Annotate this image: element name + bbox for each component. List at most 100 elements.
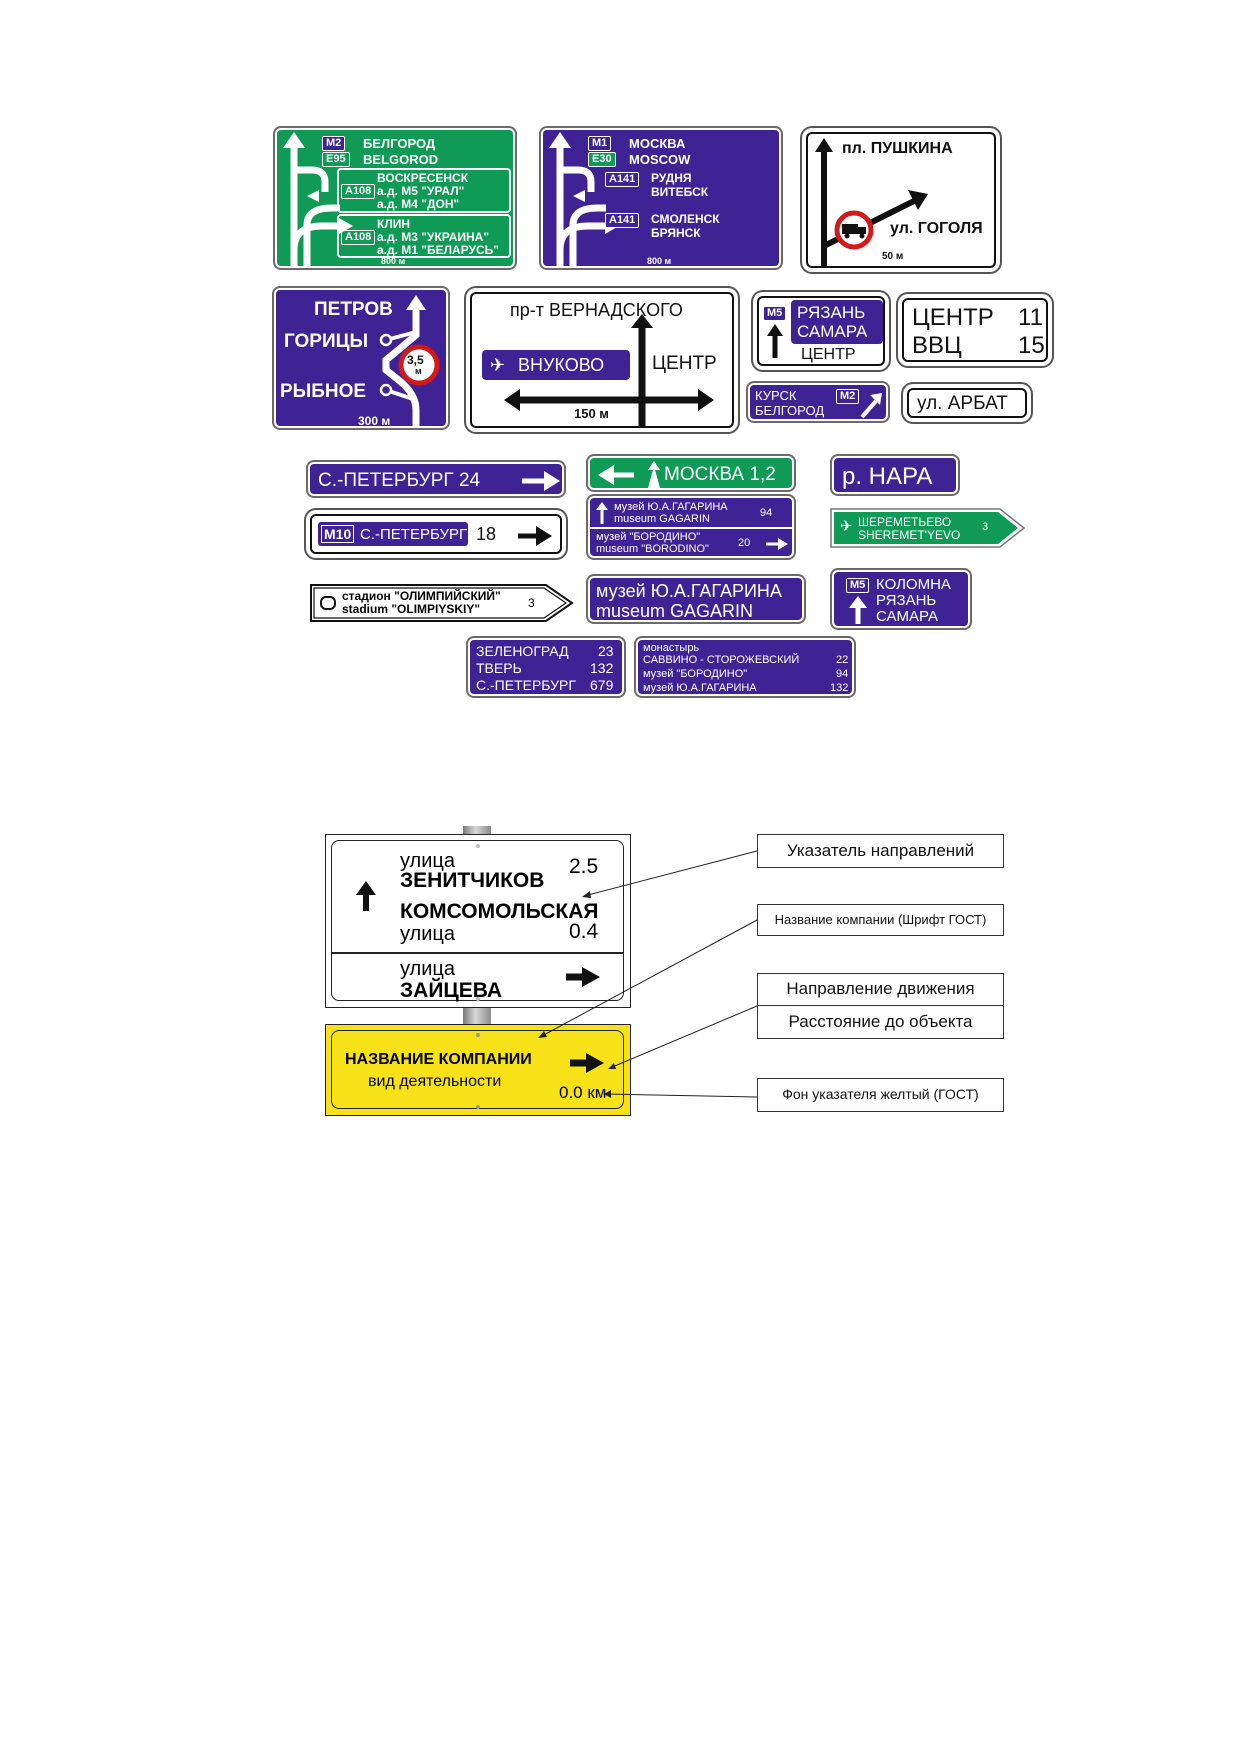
- road-badge-a108: A108: [341, 230, 376, 245]
- sign-text: стадион "ОЛИМПИЙСКИЙ": [342, 589, 501, 603]
- sign-museums: музей Ю.А.ГАГАРИНА museum GAGARIN 94 муз…: [588, 496, 794, 558]
- street-name: КОМСОМОЛЬСКАЯ: [400, 900, 599, 923]
- sign-text: stadium "OLIMPIYSKIY": [342, 602, 481, 616]
- callout-text: Указатель направлений: [786, 841, 975, 860]
- sign-m10-spb: M10 С.-ПЕТЕРБУРГ 18: [310, 514, 562, 554]
- street-name: ЗАЙЦЕВА: [400, 979, 503, 1002]
- height-limit-icon: [398, 344, 440, 386]
- sign-text: museum GAGARIN: [614, 513, 710, 525]
- sign-text: ЦЕНТР: [652, 353, 717, 374]
- right-arrow-icon: [566, 967, 600, 987]
- sign-savvino: монастырь САВВИНО - СТОРОЖЕВСКИЙ 22 музе…: [636, 638, 854, 696]
- height-limit-value: 3,5: [407, 353, 424, 367]
- sign-text: 94: [760, 507, 773, 519]
- right-arrow-icon: [522, 471, 560, 491]
- sign-stadium-shape: [310, 584, 574, 622]
- sign-moskva: M1 МОСКВА E30 MOSCOW A141 РУДНЯ ВИТЕБСК …: [541, 128, 781, 268]
- sign-pushkina: пл. ПУШКИНА ул. ГОГОЛЯ 50 м: [806, 132, 996, 268]
- sign-text: ШЕРЕМЕТЬЕВО: [858, 515, 952, 529]
- sign-text: ул. АРБАТ: [917, 393, 1008, 414]
- sign-vernadskogo: пр-т ВЕРНАДСКОГО ✈ ВНУКОВО ЦЕНТР 150 м: [470, 292, 734, 428]
- sign-kolomna: M5 КОЛОМНА РЯЗАНЬ САМАРА: [832, 570, 970, 628]
- street-name: ЗЕНИТЧИКОВ: [400, 869, 545, 892]
- sign-text: РЯЗАНЬ: [797, 303, 866, 322]
- sign-text: С.-ПЕТЕРБУРГ: [476, 677, 576, 693]
- callout-text: Название компании (Шрифт ГОСТ): [774, 912, 987, 927]
- sign-text: ГОРИЦЫ: [284, 331, 369, 352]
- sign-text: ВВЦ: [912, 332, 962, 359]
- up-arrow-icon: [767, 324, 783, 358]
- sign-text: 679: [590, 677, 614, 693]
- left-arrow-icon: [598, 461, 660, 488]
- sign-text: ЦЕНТР: [801, 346, 856, 363]
- road-badge-m2: M2: [322, 136, 346, 151]
- sign-zelenograd: ЗЕЛЕНОГРАД 23 ТВЕРЬ 132 С.-ПЕТЕРБУРГ 679: [468, 638, 624, 696]
- direction-panel: улица ЗЕНИТЧИКОВ 2.5 КОМСОМОЛЬСКАЯ улица…: [325, 834, 631, 1008]
- callout-yellow-background: Фон указателя желтый (ГОСТ): [757, 1078, 1004, 1112]
- museum-arrows: [590, 502, 792, 550]
- sign-centr-vvc: ЦЕНТР 11 ВВЦ 15: [902, 298, 1048, 362]
- sign-text: 23: [598, 643, 614, 659]
- sign-vernadskogo-arrows: [504, 314, 714, 426]
- road-badge-m5: M5: [763, 306, 787, 321]
- sign-text: SHEREMET'YEVO: [858, 528, 961, 542]
- sign-text: р. НАРА: [842, 463, 933, 490]
- sign-text: BELGOROD: [363, 152, 439, 167]
- up-arrow-icon: [849, 596, 867, 624]
- sign-subpanel: КЛИН A108 а.д. М3 "УКРАИНА" а.д. М1 "БЕЛ…: [337, 214, 511, 258]
- sign-ryazan: M5 РЯЗАНЬ САМАРА ЦЕНТР: [757, 296, 885, 366]
- sign-subpanel: ВОСКРЕСЕНСК A108 а.д. М5 "УРАЛ" а.д. М4 …: [337, 168, 511, 213]
- company-panel-arrows: [476, 1033, 604, 1109]
- divider: [331, 952, 624, 954]
- sign-sheremetyevo: ✈ ШЕРЕМЕТЬЕВО SHEREMET'YEVO 3: [830, 508, 1026, 548]
- sign-text: а.д. М4 "ДОН": [377, 197, 460, 211]
- street-suffix: улица: [400, 923, 455, 945]
- callout-text: Фон указателя желтый (ГОСТ): [782, 1086, 979, 1102]
- spb-panel: M10 С.-ПЕТЕРБУРГ: [318, 522, 468, 546]
- sign-text: ЦЕНТР: [912, 304, 994, 331]
- sign-text: САМАРА: [876, 608, 939, 625]
- height-limit-unit: м: [415, 366, 422, 376]
- sign-text: МОСКВА: [629, 136, 686, 151]
- sign-sheremetyevo-shape: [830, 508, 1026, 548]
- sign-text: БЕЛГОРОД: [755, 403, 825, 418]
- sign-text: 132: [830, 682, 849, 694]
- callout-direction-of-travel: Направление движения: [757, 973, 1004, 1006]
- sign-text: museum "BORODINO": [596, 543, 709, 555]
- direction-panel-arrows: [356, 844, 600, 1001]
- road-badge-m5: M5: [846, 578, 870, 593]
- street-distance: 0.4: [569, 920, 599, 943]
- sign-text: РЫБНОЕ: [280, 381, 367, 402]
- sign-text: museum GAGARIN: [596, 601, 754, 621]
- distance-label: 800 м: [647, 256, 672, 266]
- distance-label: 50 м: [882, 251, 904, 262]
- sign-text: а.д. М1 "БЕЛАРУСЬ": [377, 243, 499, 257]
- road-badge-a108: A108: [341, 184, 376, 199]
- callout-text: Направление движения: [786, 979, 975, 998]
- sign-text: КОЛОМНА: [876, 576, 951, 593]
- sign-text: музей "БОРОДИНО": [643, 668, 748, 680]
- sign-text: а.д. М3 "УКРАИНА": [377, 230, 490, 244]
- sign-stadium: стадион "ОЛИМПИЙСКИЙ" stadium "OLIMPIYSK…: [310, 584, 574, 622]
- sign-text: 18: [476, 524, 497, 544]
- street-distance: 2.5: [569, 855, 599, 878]
- ryazan-panel: РЯЗАНЬ САМАРА: [791, 300, 883, 344]
- sign-text: КУРСК: [755, 388, 797, 403]
- diagonal-arrow-icon: [860, 393, 882, 419]
- sign-text: а.д. М5 "УРАЛ": [377, 184, 465, 198]
- sign-text: 11: [1018, 304, 1043, 331]
- company-activity: вид деятельности: [368, 1073, 502, 1090]
- company-name: НАЗВАНИЕ КОМПАНИИ: [345, 1051, 532, 1068]
- stadium-icon: [320, 596, 336, 610]
- sign-text: ЗЕЛЕНОГРАД: [476, 643, 569, 659]
- road-badge-e30: E30: [588, 152, 616, 167]
- company-distance: 0.0 км: [559, 1083, 607, 1102]
- airplane-icon: ✈: [840, 518, 853, 535]
- sign-pushkina-arrows: [815, 138, 928, 266]
- vnukovo-panel: ✈ ВНУКОВО: [482, 350, 630, 380]
- sign-arbat: ул. АРБАТ: [907, 388, 1027, 418]
- sign-text: музей Ю.А.ГАГАРИНА: [596, 581, 782, 601]
- callout-direction-sign: Указатель направлений: [757, 834, 1004, 868]
- sign-text: КЛИН: [377, 217, 411, 231]
